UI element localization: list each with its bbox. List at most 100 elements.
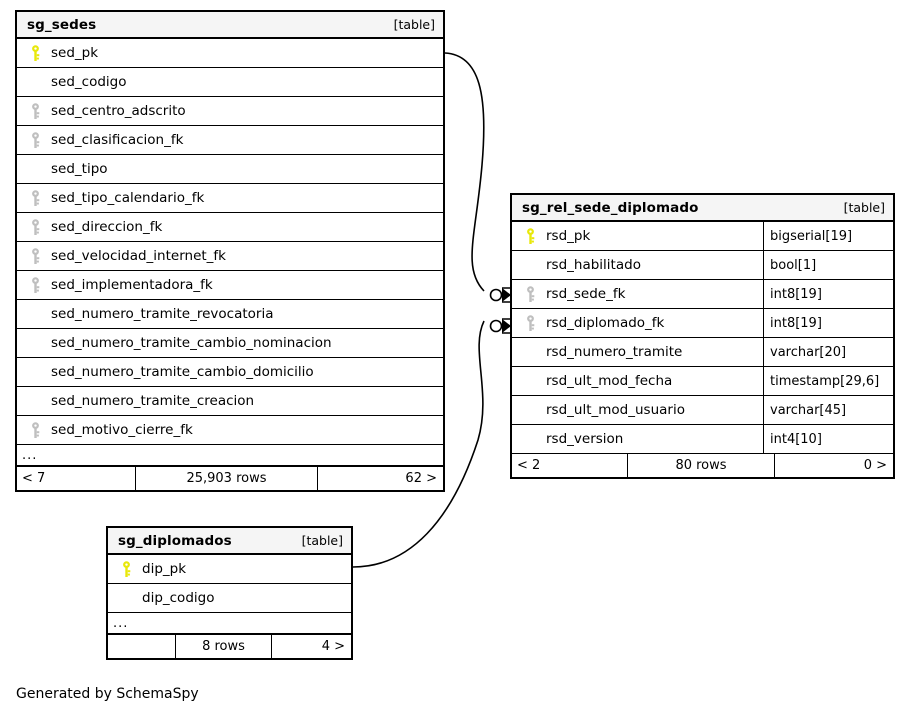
column-label: sed_pk: [51, 45, 99, 61]
more-columns-indicator: ...: [108, 613, 351, 635]
column-name-cell: dip_codigo: [108, 584, 351, 612]
column-name-cell: sed_numero_tramite_revocatoria: [17, 300, 443, 328]
table-header-sg-rel-sede-diplomado: sg_rel_sede_diplomado [table]: [512, 195, 893, 222]
foreign-key-icon: [25, 421, 45, 439]
column-label: sed_tipo: [51, 161, 108, 177]
footer-children-count[interactable]: 0 >: [863, 458, 887, 473]
column-row[interactable]: dip_codigo: [108, 584, 351, 613]
column-name-cell: rsd_ult_mod_usuario: [512, 396, 763, 424]
foreign-key-icon: [520, 285, 540, 303]
table-type-tag: [table]: [301, 533, 343, 548]
column-label: sed_motivo_cierre_fk: [51, 422, 193, 438]
footer-parents-count[interactable]: < 2: [517, 458, 541, 473]
column-row[interactable]: sed_pk: [17, 39, 443, 68]
foreign-key-icon: [25, 131, 45, 149]
table-sg-diplomados[interactable]: sg_diplomados [table] dip_pk dip_codigo .…: [106, 526, 353, 660]
column-label: dip_codigo: [142, 590, 215, 606]
column-name-cell: rsd_numero_tramite: [512, 338, 763, 366]
column-label: rsd_pk: [546, 228, 591, 244]
column-type-cell: varchar[45]: [763, 396, 893, 424]
column-name-cell: dip_pk: [108, 555, 351, 583]
footer-children-count[interactable]: 62 >: [405, 471, 437, 486]
foreign-key-icon: [520, 314, 540, 332]
column-row[interactable]: sed_numero_tramite_creacion: [17, 387, 443, 416]
footer-row-count: 8 rows: [175, 635, 272, 658]
primary-key-icon: [520, 227, 540, 245]
column-row[interactable]: sed_numero_tramite_cambio_domicilio: [17, 358, 443, 387]
foreign-key-icon: [25, 189, 45, 207]
more-columns-indicator: ...: [17, 445, 443, 467]
column-label: rsd_ult_mod_fecha: [546, 373, 673, 389]
column-label: rsd_sede_fk: [546, 286, 626, 302]
column-label: sed_codigo: [51, 74, 127, 90]
column-label: sed_centro_adscrito: [51, 103, 186, 119]
table-title: sg_diplomados: [118, 532, 232, 549]
column-row[interactable]: sed_tipo: [17, 155, 443, 184]
table-footer-sg-sedes: < 7 25,903 rows 62 >: [17, 467, 443, 490]
column-row[interactable]: sed_direccion_fk: [17, 213, 443, 242]
column-row[interactable]: sed_numero_tramite_revocatoria: [17, 300, 443, 329]
column-name-cell: sed_clasificacion_fk: [17, 126, 443, 154]
column-name-cell: rsd_pk: [512, 222, 763, 250]
column-name-cell: sed_direccion_fk: [17, 213, 443, 241]
column-row[interactable]: sed_velocidad_internet_fk: [17, 242, 443, 271]
relation-zero-marker-1: [489, 288, 503, 302]
relation-zero-marker-2: [489, 319, 503, 333]
table-header-sg-sedes: sg_sedes [table]: [17, 12, 443, 39]
relation-line-sedes-to-rel: [444, 52, 485, 292]
column-row[interactable]: sed_centro_adscrito: [17, 97, 443, 126]
table-sg-sedes[interactable]: sg_sedes [table] sed_pk sed_codigo sed_cen…: [15, 10, 445, 492]
column-row[interactable]: rsd_habilitado bool[1]: [512, 251, 893, 280]
column-row[interactable]: sed_implementadora_fk: [17, 271, 443, 300]
column-type-cell: varchar[20]: [763, 338, 893, 366]
footer-parents-count[interactable]: < 7: [22, 471, 46, 486]
column-label: sed_velocidad_internet_fk: [51, 248, 226, 264]
column-name-cell: sed_velocidad_internet_fk: [17, 242, 443, 270]
table-type-tag: [table]: [843, 200, 885, 215]
foreign-key-icon: [25, 218, 45, 236]
table-header-sg-diplomados: sg_diplomados [table]: [108, 528, 351, 555]
column-row[interactable]: rsd_sede_fk int8[19]: [512, 280, 893, 309]
foreign-key-icon: [25, 102, 45, 120]
column-row[interactable]: dip_pk: [108, 555, 351, 584]
table-title: sg_sedes: [27, 16, 97, 33]
column-row[interactable]: rsd_ult_mod_usuario varchar[45]: [512, 396, 893, 425]
column-label: sed_numero_tramite_revocatoria: [51, 306, 274, 322]
footer-row-count: 80 rows: [627, 454, 775, 477]
primary-key-icon: [116, 560, 136, 578]
column-name-cell: rsd_diplomado_fk: [512, 309, 763, 337]
footer-parents-count[interactable]: [108, 635, 175, 658]
column-type-cell: int8[19]: [763, 280, 893, 308]
column-label: sed_implementadora_fk: [51, 277, 213, 293]
primary-key-icon: [25, 44, 45, 62]
column-name-cell: sed_codigo: [17, 68, 443, 96]
column-type-cell: bool[1]: [763, 251, 893, 279]
table-footer-sg-diplomados: 8 rows 4 >: [108, 635, 351, 658]
column-name-cell: sed_numero_tramite_creacion: [17, 387, 443, 415]
column-row[interactable]: sed_clasificacion_fk: [17, 126, 443, 155]
column-name-cell: sed_centro_adscrito: [17, 97, 443, 125]
column-list-sg-sedes: sed_pk sed_codigo sed_centro_adscrito sed_c…: [17, 39, 443, 445]
column-name-cell: sed_implementadora_fk: [17, 271, 443, 299]
footer-children-count[interactable]: 4 >: [321, 639, 345, 654]
column-row[interactable]: sed_codigo: [17, 68, 443, 97]
generated-by-note: Generated by SchemaSpy: [16, 686, 199, 702]
column-label: rsd_habilitado: [546, 257, 641, 273]
foreign-key-icon: [25, 247, 45, 265]
column-label: sed_direccion_fk: [51, 219, 163, 235]
column-label: sed_numero_tramite_cambio_domicilio: [51, 364, 314, 380]
column-label: sed_numero_tramite_creacion: [51, 393, 255, 409]
footer-row-count: 25,903 rows: [135, 467, 318, 490]
column-row[interactable]: sed_numero_tramite_cambio_nominacion: [17, 329, 443, 358]
column-label: rsd_ult_mod_usuario: [546, 402, 685, 418]
column-name-cell: sed_motivo_cierre_fk: [17, 416, 443, 444]
column-row[interactable]: sed_tipo_calendario_fk: [17, 184, 443, 213]
column-row[interactable]: sed_motivo_cierre_fk: [17, 416, 443, 445]
table-type-tag: [table]: [393, 17, 435, 32]
